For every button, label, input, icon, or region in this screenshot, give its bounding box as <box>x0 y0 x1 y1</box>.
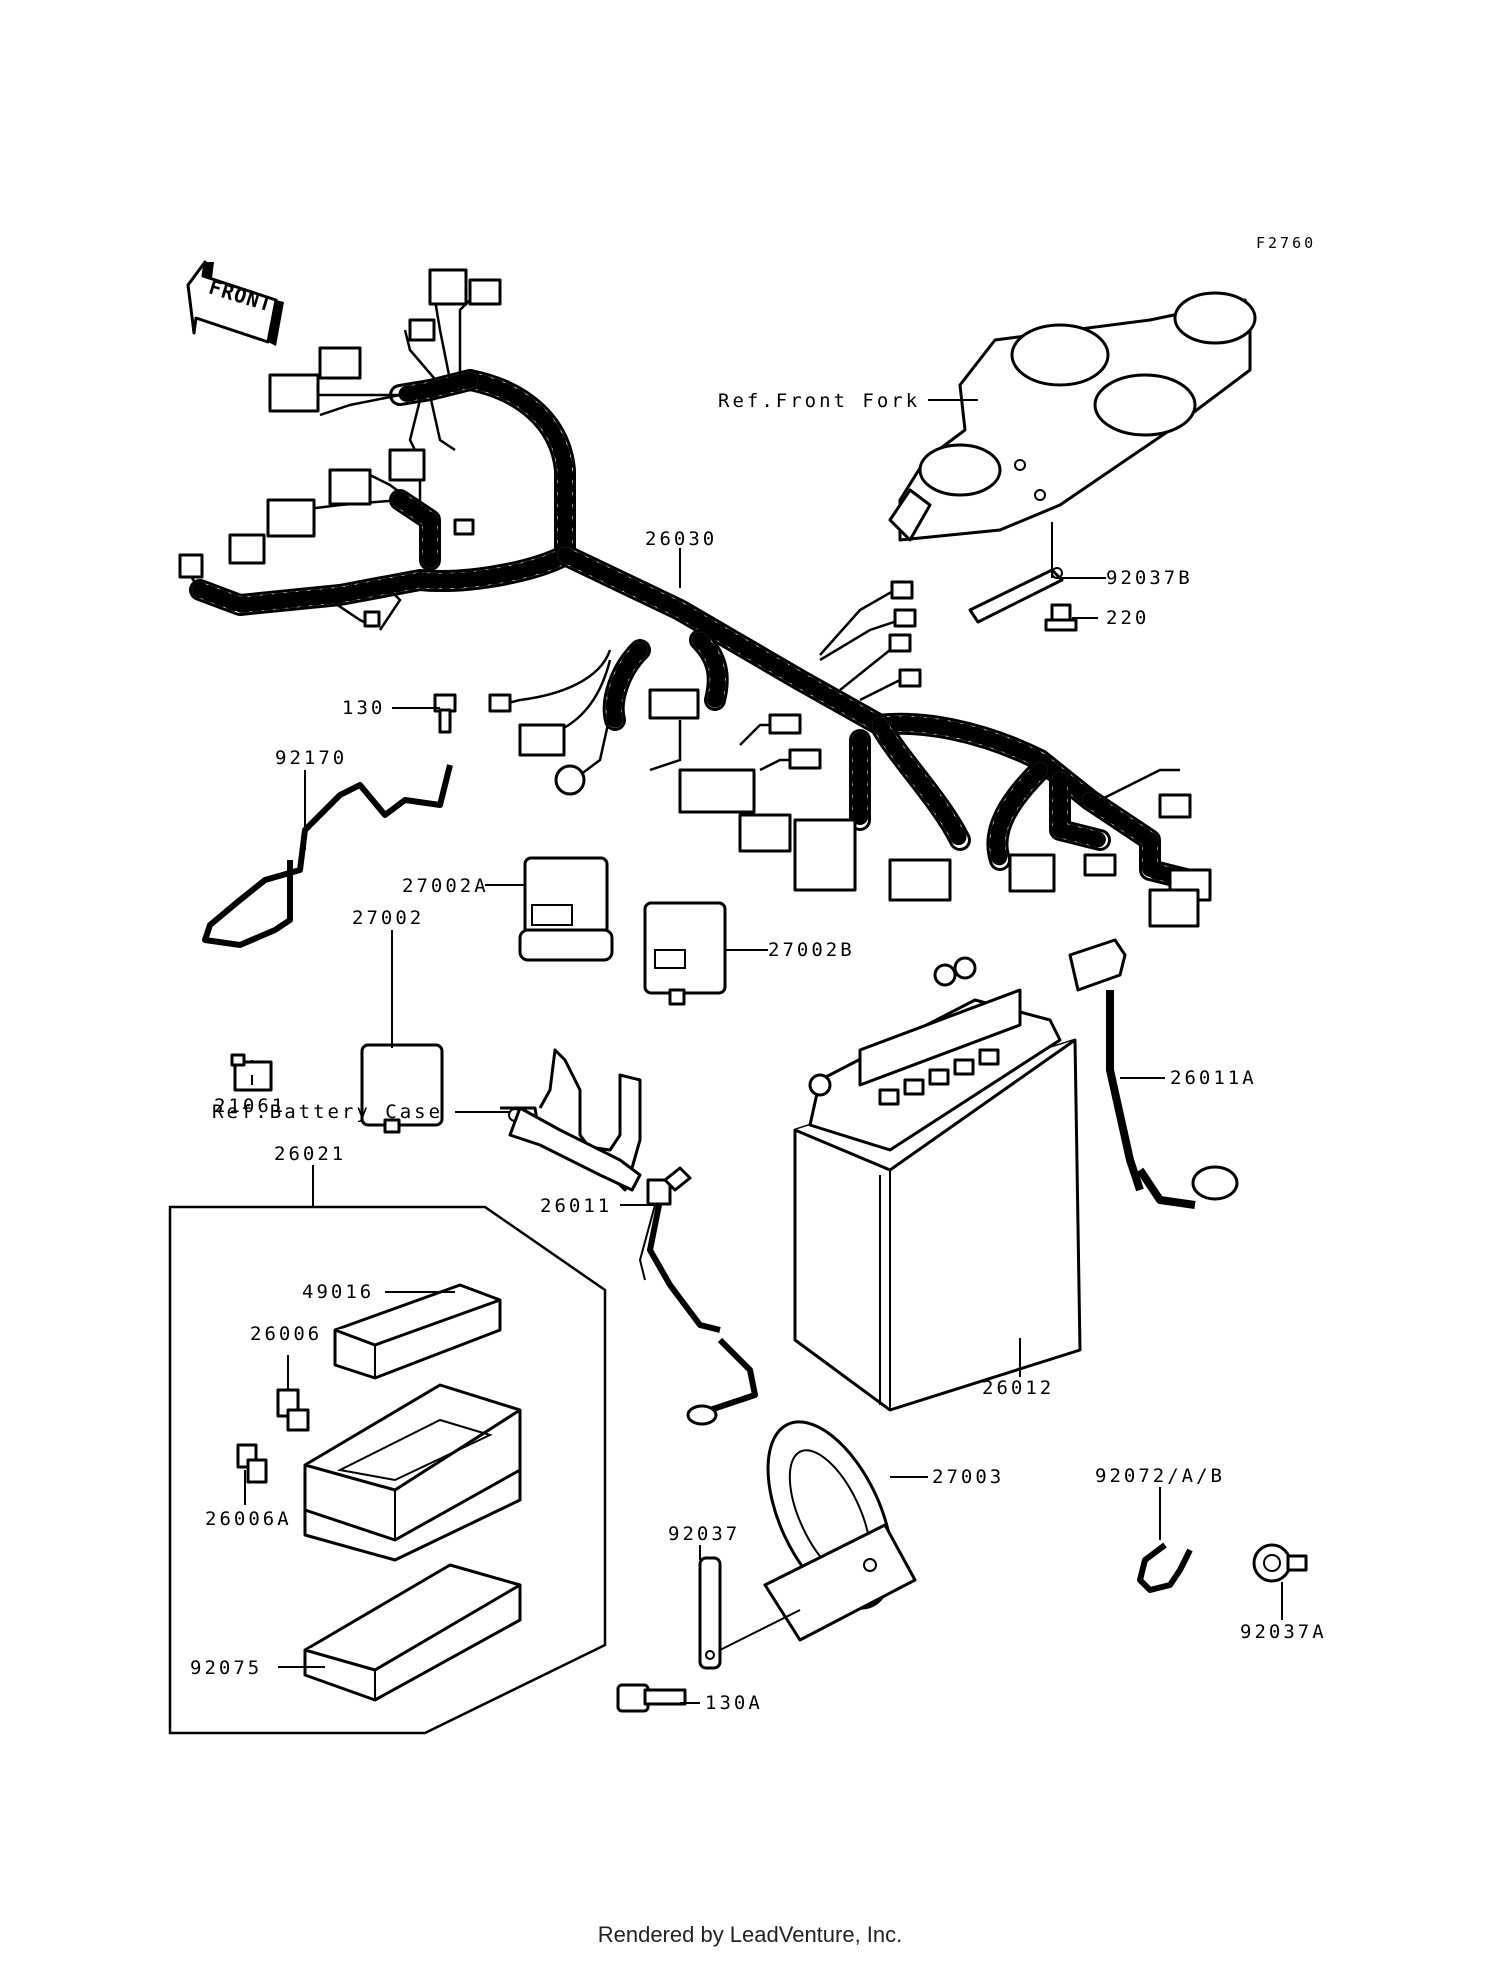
footer-credit: Rendered by LeadVenture, Inc. <box>597 1922 903 1947</box>
label-26006A: 26006A <box>205 1508 292 1530</box>
cable-26011 <box>638 1166 758 1426</box>
label-130A: 130A <box>705 1692 763 1714</box>
clamp-92037B <box>968 567 1064 624</box>
cover-49016 <box>333 1283 502 1380</box>
leader-lines <box>244 399 1283 1704</box>
label-220: 220 <box>1106 607 1149 629</box>
label-26006: 26006 <box>250 1323 322 1345</box>
label-92037: 92037 <box>668 1523 740 1545</box>
label-49016: 49016 <box>302 1281 374 1303</box>
bolt-130 <box>433 693 457 734</box>
label-92037B: 92037B <box>1106 567 1193 589</box>
clamp-92037A <box>1252 1543 1308 1583</box>
relay-27002A <box>518 856 614 962</box>
fuse-26006A <box>236 1443 268 1484</box>
wire-bracket-92170 <box>202 764 453 948</box>
figure-code: F2760 <box>1256 234 1316 252</box>
label-92170: 92170 <box>275 747 347 769</box>
battery-26012 <box>793 956 1082 1412</box>
junction-box-outline <box>168 1205 607 1735</box>
label-92075: 92075 <box>190 1657 262 1679</box>
front-fork-bracket <box>888 291 1257 542</box>
label-27002B: 27002B <box>768 939 855 961</box>
label-ref-front-fork: Ref.Front Fork <box>718 390 920 412</box>
junction-box-body <box>303 1383 522 1562</box>
label-26012: 26012 <box>982 1377 1054 1399</box>
label-27002A: 27002A <box>402 875 489 897</box>
wiring-harness <box>178 268 1212 928</box>
label-92072AB: 92072/A/B <box>1095 1465 1225 1487</box>
label-27002: 27002 <box>352 907 424 929</box>
connector <box>268 373 320 413</box>
front-arrow-icon: FRONT <box>186 260 284 346</box>
label-92037A: 92037A <box>1240 1621 1327 1643</box>
battery-case-bracket <box>500 1048 642 1192</box>
label-130: 130 <box>342 697 385 719</box>
label-ref-battery-case: Ref.Battery Case <box>212 1101 443 1123</box>
relay-27002B <box>643 901 727 1006</box>
horn-27003 <box>763 1420 917 1642</box>
label-26011: 26011 <box>540 1195 612 1217</box>
fuse-26006 <box>276 1388 310 1432</box>
bolt-130A <box>616 1683 687 1713</box>
screw-220 <box>1044 603 1078 632</box>
battery-cable-26011A <box>1068 938 1239 1209</box>
tray-92075 <box>303 1563 522 1702</box>
relay-27002 <box>360 1043 444 1134</box>
label-26021: 26021 <box>274 1143 346 1165</box>
strap-92072 <box>1137 1542 1193 1593</box>
bracket-92037 <box>698 1556 801 1670</box>
label-26030: 26030 <box>645 528 717 550</box>
label-26011A: 26011A <box>1170 1067 1257 1089</box>
label-27003: 27003 <box>932 1466 1004 1488</box>
label-21061: 21061 <box>214 1095 286 1117</box>
